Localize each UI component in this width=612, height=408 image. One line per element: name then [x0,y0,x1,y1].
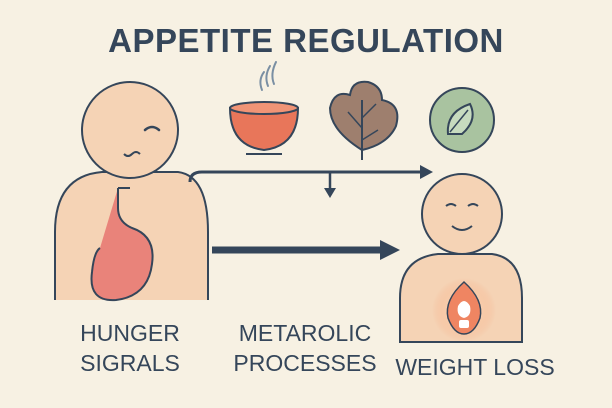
diagram-title: APPETITE REGULATION [108,22,504,59]
leaf-icon [328,80,399,160]
hunger-signals-caption: HUNGER SIGRALS [60,318,200,378]
leaf-badge-icon [429,87,495,153]
stomach-icon [90,187,154,302]
lower-flow-arrow [212,240,400,260]
steam-icon [259,61,277,91]
hunger-caption-line1: HUNGER [80,320,180,346]
hunger-caption-line2: SIGRALS [80,350,180,376]
metabolic-caption-line1: METAROLIC [238,320,372,346]
metabolic-caption-line2: PROCESSES [233,350,377,376]
weight-loss-caption: WEIGHT LOSS [395,354,555,380]
metabolic-processes-caption: METAROLIC PROCESSES [225,318,385,378]
bowl-icon [228,101,300,155]
upper-flow-arrow [188,165,433,198]
glowing-core-icon [432,278,496,342]
